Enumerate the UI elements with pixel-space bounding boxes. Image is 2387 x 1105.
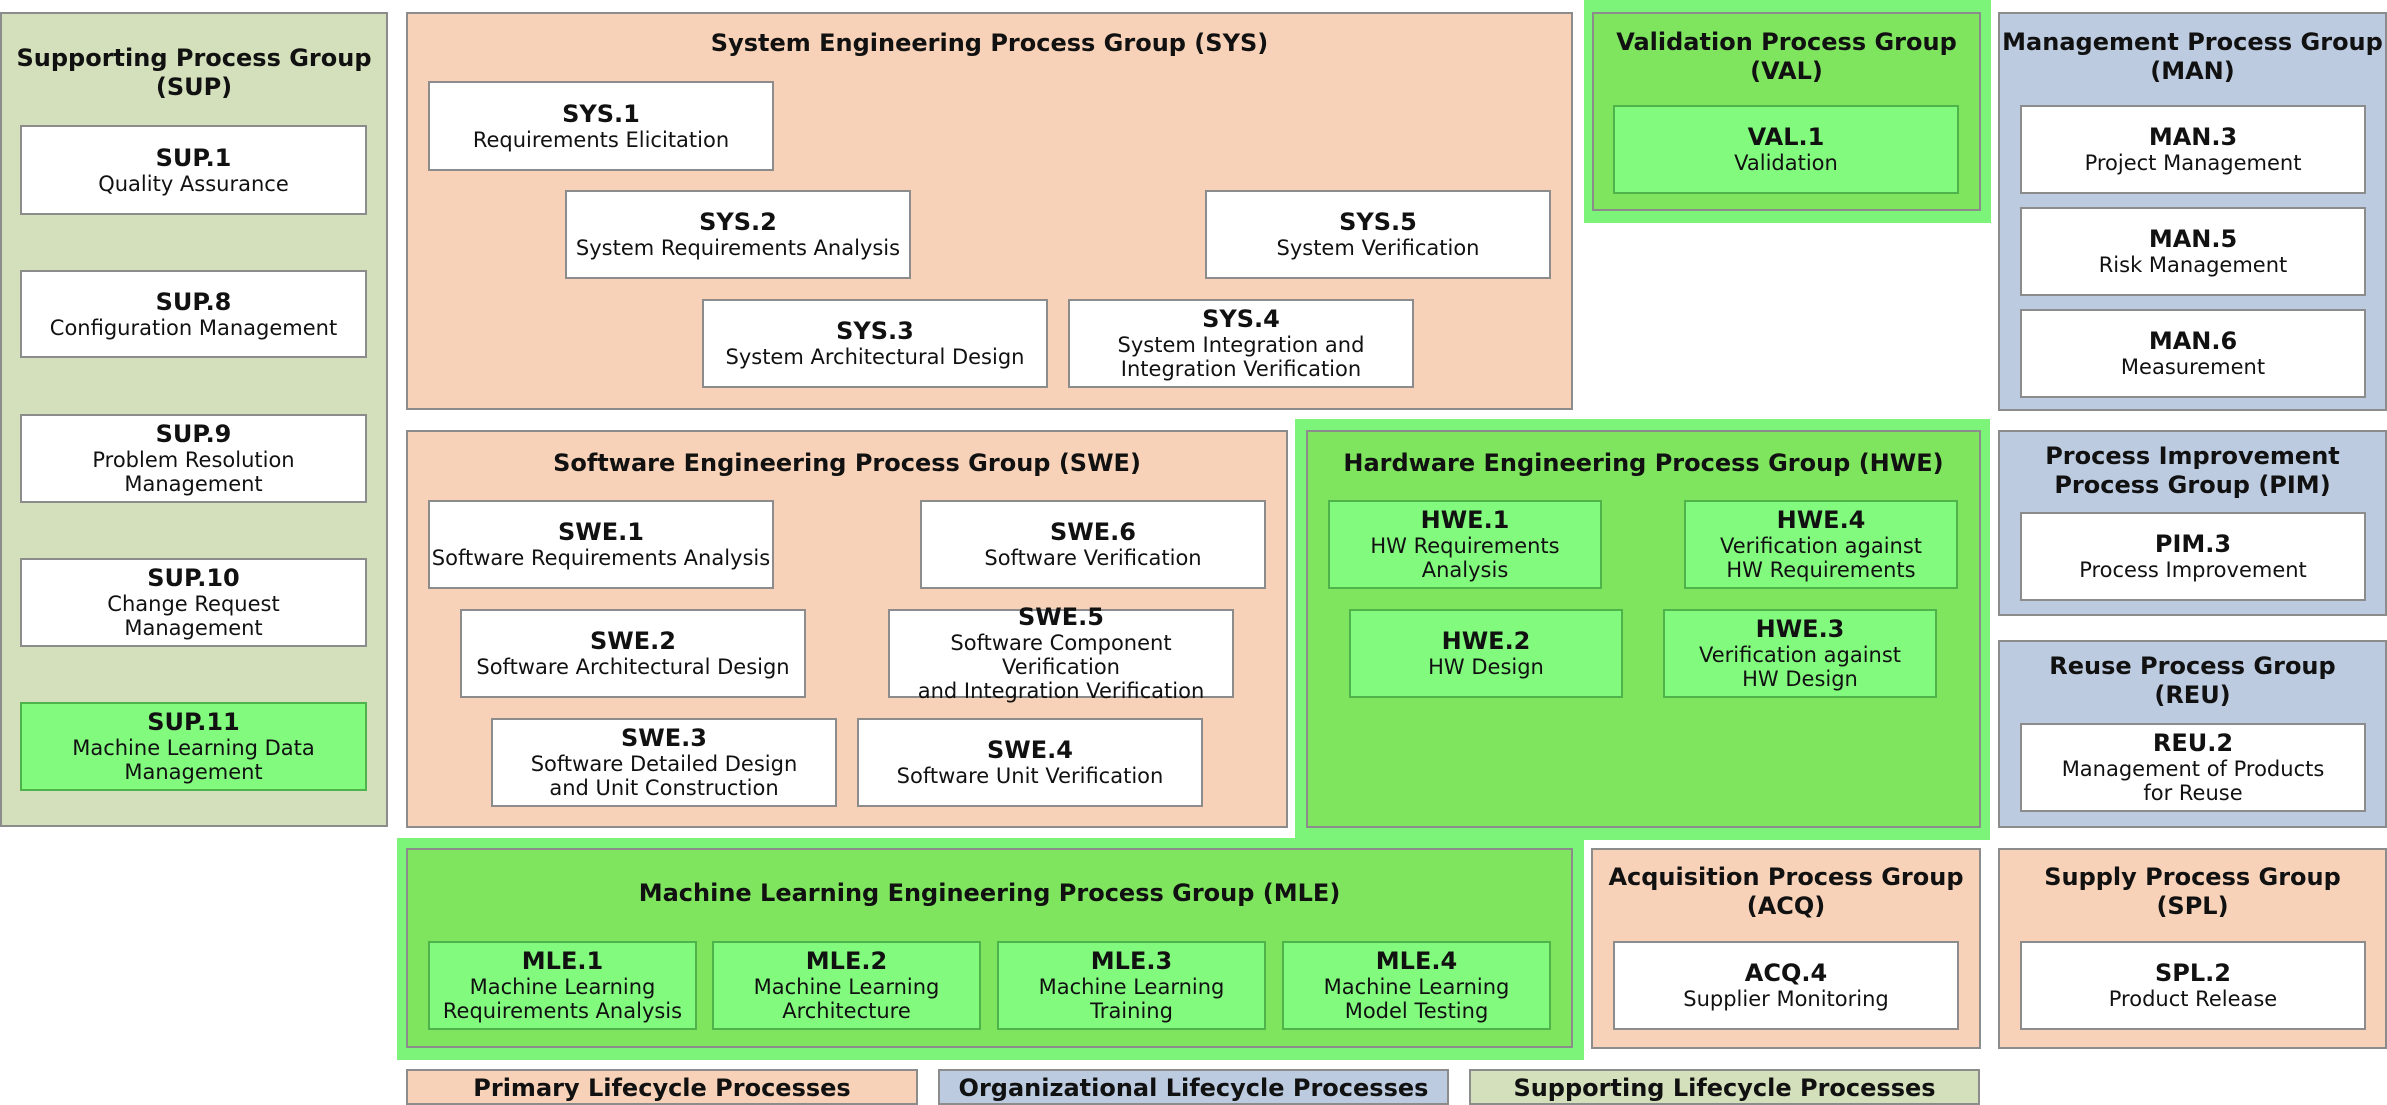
group-spl-title: Supply Process Group(SPL) (2044, 863, 2341, 920)
process-sys1[interactable]: SYS.1 Requirements Elicitation (428, 81, 774, 171)
legend-primary: Primary Lifecycle Processes (406, 1069, 918, 1105)
process-sup1[interactable]: SUP.1 Quality Assurance (20, 125, 367, 215)
legend-supporting: Supporting Lifecycle Processes (1469, 1069, 1980, 1105)
process-sys4[interactable]: SYS.4 System Integration and Integration… (1068, 299, 1414, 388)
group-swe-title: Software Engineering Process Group (SWE) (553, 449, 1141, 477)
process-sup11[interactable]: SUP.11 Machine Learning Data Management (20, 702, 367, 791)
process-sup8[interactable]: SUP.8 Configuration Management (20, 270, 367, 358)
process-acq4[interactable]: ACQ.4 Supplier Monitoring (1613, 941, 1959, 1030)
process-hwe2[interactable]: HWE.2 HW Design (1349, 609, 1623, 698)
process-swe1[interactable]: SWE.1 Software Requirements Analysis (428, 500, 774, 589)
process-hwe3[interactable]: HWE.3 Verification against HW Design (1663, 609, 1937, 698)
process-reu2[interactable]: REU.2 Management of Products for Reuse (2020, 723, 2366, 812)
group-man-title: Management Process Group(MAN) (2002, 28, 2383, 85)
group-acq-title: Acquisition Process Group(ACQ) (1608, 863, 1964, 920)
process-sup9[interactable]: SUP.9 Problem Resolution Management (20, 414, 367, 503)
group-mle-title: Machine Learning Engineering Process Gro… (638, 879, 1341, 907)
process-man3[interactable]: MAN.3 Project Management (2020, 105, 2366, 194)
process-pim3[interactable]: PIM.3 Process Improvement (2020, 512, 2366, 601)
process-man5[interactable]: MAN.5 Risk Management (2020, 207, 2366, 296)
process-sys5[interactable]: SYS.5 System Verification (1205, 190, 1551, 279)
process-val1[interactable]: VAL.1 Validation (1613, 105, 1959, 194)
process-sup10[interactable]: SUP.10 Change Request Management (20, 558, 367, 647)
group-reu-title: Reuse Process Group(REU) (2049, 652, 2336, 709)
group-sup-title: Supporting Process Group(SUP) (16, 44, 372, 101)
process-swe6[interactable]: SWE.6 Software Verification (920, 500, 1266, 589)
process-mle1[interactable]: MLE.1 Machine Learning Requirements Anal… (428, 941, 697, 1030)
process-sys2[interactable]: SYS.2 System Requirements Analysis (565, 190, 911, 279)
process-mle2[interactable]: MLE.2 Machine Learning Architecture (712, 941, 981, 1030)
group-hwe-title: Hardware Engineering Process Group (HWE) (1343, 449, 1944, 477)
legend-organizational: Organizational Lifecycle Processes (938, 1069, 1449, 1105)
process-swe4[interactable]: SWE.4 Software Unit Verification (857, 718, 1203, 807)
process-mle4[interactable]: MLE.4 Machine Learning Model Testing (1282, 941, 1551, 1030)
process-spl2[interactable]: SPL.2 Product Release (2020, 941, 2366, 1030)
process-sys3[interactable]: SYS.3 System Architectural Design (702, 299, 1048, 388)
process-man6[interactable]: MAN.6 Measurement (2020, 309, 2366, 398)
group-val-title: Validation Process Group(VAL) (1616, 28, 1957, 85)
process-swe2[interactable]: SWE.2 Software Architectural Design (460, 609, 806, 698)
process-hwe4[interactable]: HWE.4 Verification against HW Requiremen… (1684, 500, 1958, 589)
process-mle3[interactable]: MLE.3 Machine Learning Training (997, 941, 1266, 1030)
group-sys-title: System Engineering Process Group (SYS) (710, 29, 1269, 57)
process-hwe1[interactable]: HWE.1 HW Requirements Analysis (1328, 500, 1602, 589)
process-swe3[interactable]: SWE.3 Software Detailed Design and Unit … (491, 718, 837, 807)
process-swe5[interactable]: SWE.5 Software Component Verification an… (888, 604, 1234, 703)
